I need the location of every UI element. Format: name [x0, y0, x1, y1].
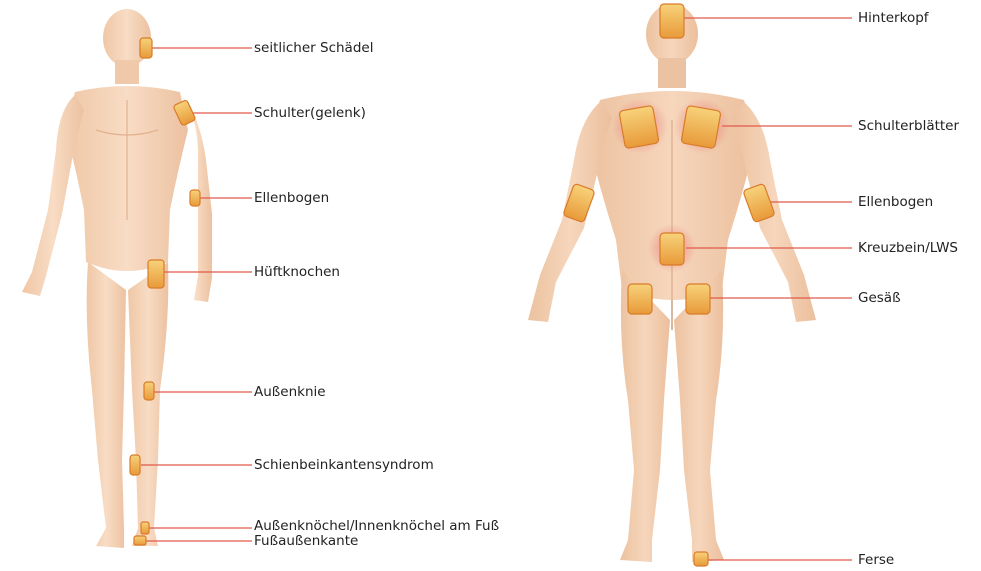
connector-lines	[141, 18, 852, 560]
tape-ellenbogen-front	[190, 190, 200, 206]
tape-kreuzbein	[660, 233, 684, 265]
tape-schulterblatt-left	[619, 105, 659, 148]
label-aussenknoechel: Außenknöchel/Innenknöchel am Fuß	[254, 518, 499, 534]
label-ferse: Ferse	[858, 552, 894, 568]
tape-aussenknoechel	[141, 522, 149, 534]
back-figure	[528, 4, 816, 562]
tape-fussaussenkante	[134, 536, 146, 545]
front-figure	[22, 9, 212, 548]
label-fussaussenkante: Fußaußenkante	[254, 533, 358, 549]
label-kreuzbein: Kreuzbein/LWS	[858, 240, 958, 256]
tape-hinterkopf	[660, 4, 684, 38]
tape-schienbein	[130, 455, 140, 475]
tape-ellenbogen-back-left	[563, 183, 595, 222]
label-gesaess: Gesäß	[858, 290, 901, 306]
label-hueftknochen: Hüftknochen	[254, 264, 340, 280]
tape-schulterblatt-right	[681, 105, 721, 148]
tape-gesaess-right	[686, 284, 710, 314]
label-schulterblaetter: Schulterblätter	[858, 118, 959, 134]
tape-ferse	[694, 552, 708, 566]
tape-gesaess-left	[628, 284, 652, 314]
tape-aussenknie	[144, 382, 154, 400]
label-schulter: Schulter(gelenk)	[254, 105, 366, 121]
label-ellenbogen-back: Ellenbogen	[858, 194, 933, 210]
label-seitlicher-schaedel: seitlicher Schädel	[254, 40, 373, 56]
tape-seitlicher-schaedel	[140, 38, 152, 58]
tape-hueftknochen	[148, 260, 164, 288]
label-aussenknie: Außenknie	[254, 384, 326, 400]
label-hinterkopf: Hinterkopf	[858, 10, 929, 26]
label-ellenbogen-front: Ellenbogen	[254, 190, 329, 206]
label-schienbein: Schienbeinkantensyndrom	[254, 457, 434, 473]
